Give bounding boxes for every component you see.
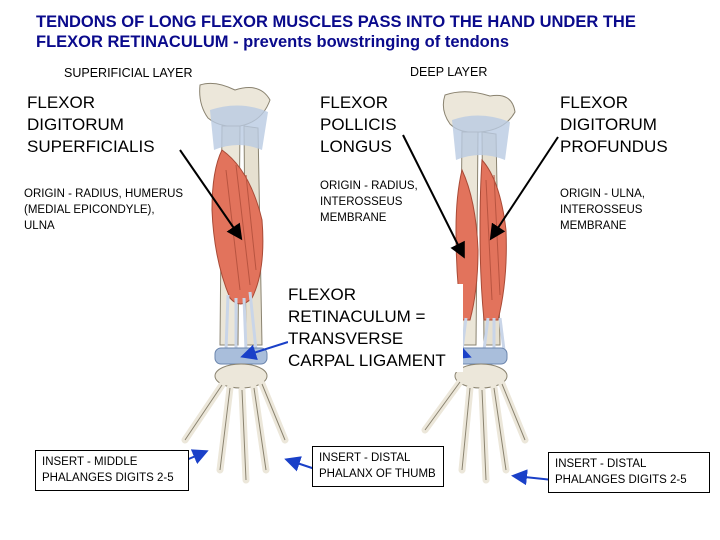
page-title: TENDONS OF LONG FLEXOR MUSCLES PASS INTO… <box>36 13 636 51</box>
fds-name: FLEXOR DIGITORUM SUPERFICIALIS <box>27 93 155 156</box>
superficial-layer-label: SUPERIFICIAL LAYER <box>64 66 193 80</box>
fdp-name: FLEXOR DIGITORUM PROFUNDUS <box>560 93 668 156</box>
retinaculum-arrow-left <box>240 341 289 360</box>
fpl-pointer-arrow <box>402 134 465 259</box>
fds-insert: INSERT - MIDDLE PHALANGES DIGITS 2-5 <box>35 450 189 491</box>
fdp-origin: ORIGIN - ULNA, INTEROSSEUS MEMBRANE <box>560 188 645 232</box>
fpl-origin: ORIGIN - RADIUS, INTEROSSEUS MEMBRANE <box>320 180 418 224</box>
left-forearm-figure <box>181 82 289 484</box>
fds-origin: ORIGIN - RADIUS, HUMERUS (MEDIAL EPICOND… <box>24 188 184 232</box>
fdp-pointer-arrow <box>489 136 559 241</box>
deep-layer-label: DEEP LAYER <box>410 65 488 79</box>
fds-pointer-arrow <box>179 149 243 241</box>
fdp-insert-arrow <box>511 469 554 486</box>
fdp-insert: INSERT - DISTAL PHALANGES DIGITS 2-5 <box>548 452 710 493</box>
fpl-name: FLEXOR POLLICIS LONGUS <box>320 93 397 156</box>
retinaculum-label: FLEXOR RETINACULUM = TRANSVERSE CARPAL L… <box>288 284 463 372</box>
fpl-insert: INSERT - DISTAL PHALANX OF THUMB <box>312 446 444 487</box>
